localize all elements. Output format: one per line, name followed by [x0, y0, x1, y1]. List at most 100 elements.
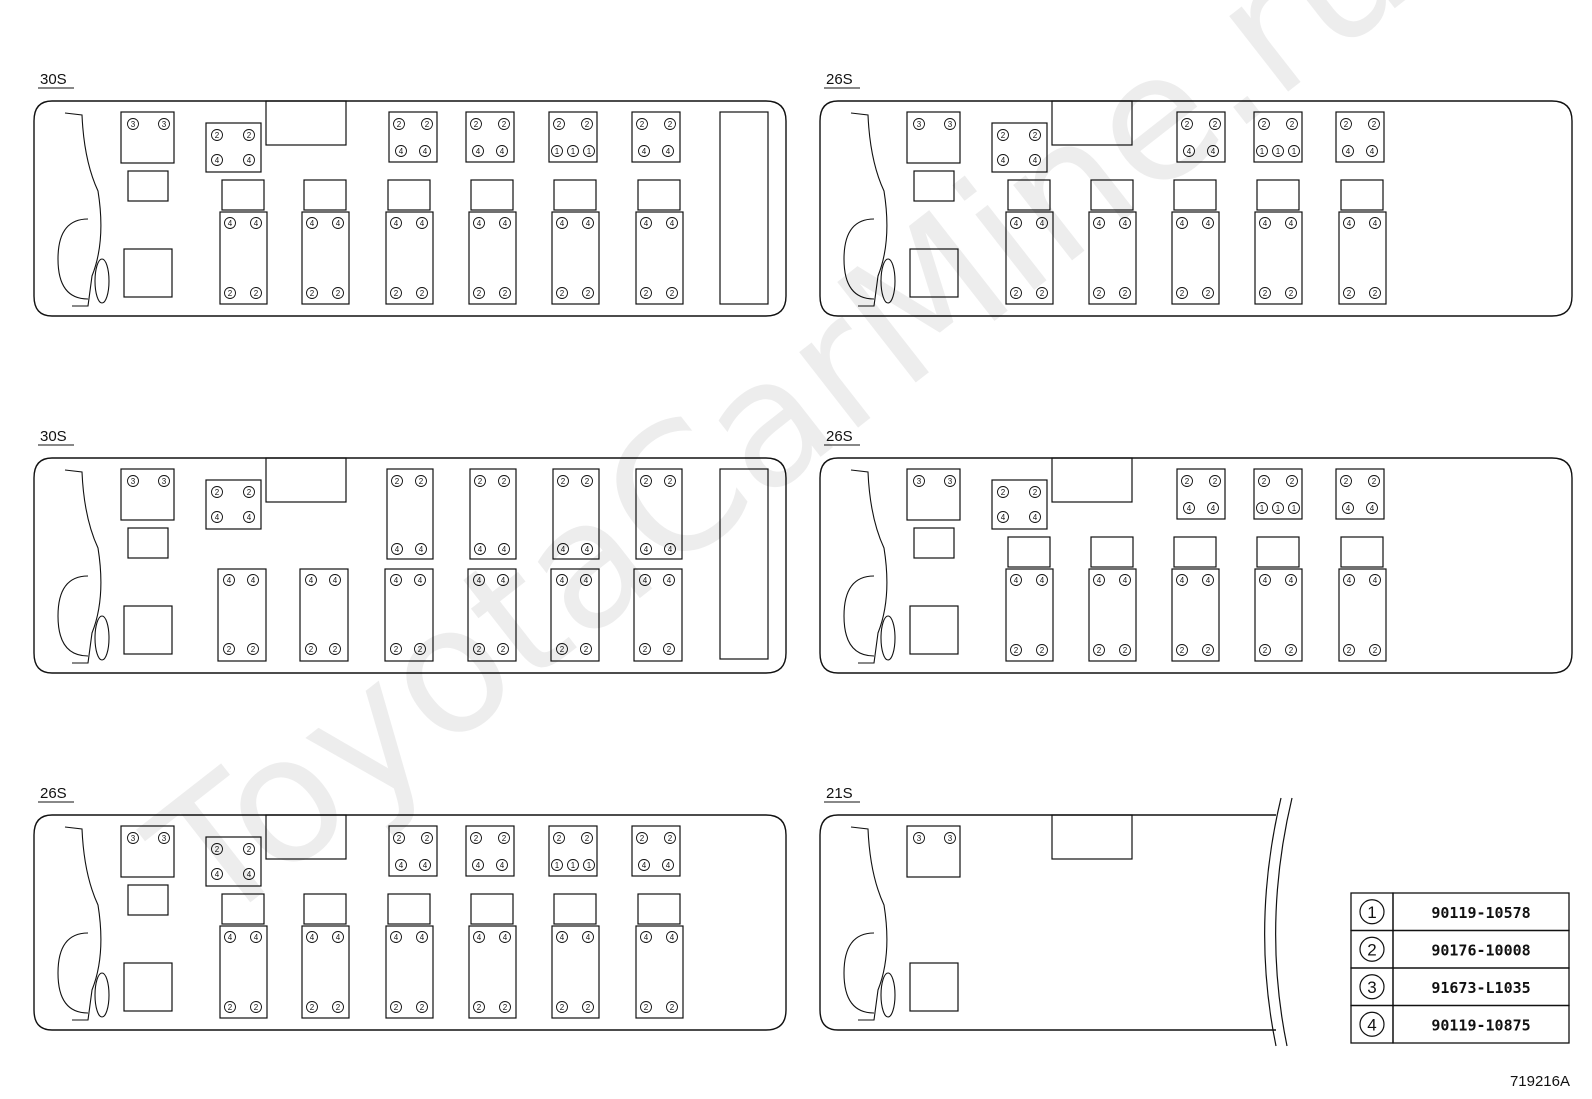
fastener-marker-2	[416, 1001, 428, 1013]
fastener-marker-4	[1093, 217, 1105, 229]
upper-seat-3	[548, 825, 598, 877]
fastener-number: 4	[228, 219, 233, 228]
fastener-number: 2	[1344, 477, 1349, 486]
upper-seat-1	[1176, 111, 1226, 163]
long-seat-2	[301, 925, 350, 1019]
front-seat	[120, 468, 175, 521]
fastener-marker-2	[1119, 287, 1131, 299]
aisle-block-1	[1007, 179, 1051, 211]
layout-label: 26S	[826, 71, 853, 88]
fastener-number: 4	[227, 576, 232, 585]
fastener-marker-4	[662, 859, 674, 871]
aisle-block-3	[387, 893, 431, 925]
fastener-number: 1	[1292, 147, 1297, 156]
fastener-marker-3	[913, 832, 925, 844]
long-seat-6	[635, 925, 684, 1019]
lower-seat-1	[217, 568, 267, 662]
fastener-number: 4	[423, 147, 428, 156]
fastener-marker-4	[557, 543, 569, 555]
fastener-number: 4	[1370, 504, 1375, 513]
fastener-marker-4	[1029, 511, 1041, 523]
fastener-number: 4	[309, 576, 314, 585]
fastener-marker-2	[421, 832, 433, 844]
fastener-marker-2	[1119, 644, 1131, 656]
fastener-marker-2	[1176, 287, 1188, 299]
fastener-marker-2	[211, 129, 223, 141]
fastener-marker-4	[997, 511, 1009, 523]
fastener-marker-4	[390, 574, 402, 586]
fastener-marker-2	[1286, 475, 1298, 487]
front-seat	[906, 468, 961, 521]
fastener-number: 2	[474, 120, 479, 129]
fastener-number: 4	[1211, 147, 1216, 156]
fastener-number: 2	[309, 645, 314, 654]
fastener-number: 2	[1373, 646, 1378, 655]
fastener-number: 4	[1206, 576, 1211, 585]
fastener-marker-1	[551, 145, 563, 157]
long-seat-3	[1171, 211, 1220, 305]
fastener-marker-4	[306, 217, 318, 229]
fastener-marker-2	[581, 118, 593, 130]
fastener-marker-2	[243, 129, 255, 141]
fastener-marker-4	[1343, 574, 1355, 586]
fastener-marker-2	[557, 475, 569, 487]
fastener-number: 2	[640, 120, 645, 129]
fastener-marker-4	[1010, 217, 1022, 229]
fastener-number: 1	[587, 147, 592, 156]
fastener-marker-2	[473, 287, 485, 299]
upper-seat-2	[1253, 111, 1303, 163]
fastener-marker-2	[1369, 644, 1381, 656]
fastener-number: 2	[1262, 120, 1267, 129]
fastener-number: 2	[1344, 120, 1349, 129]
fastener-marker-4	[332, 217, 344, 229]
fastener-marker-2	[1343, 287, 1355, 299]
fastener-number: 4	[586, 933, 591, 942]
fastener-marker-4	[224, 931, 236, 943]
fastener-marker-4	[419, 145, 431, 157]
fastener-number: 2	[215, 845, 220, 854]
fastener-number: 4	[1373, 219, 1378, 228]
fastener-number: 2	[1123, 646, 1128, 655]
fastener-number: 4	[394, 933, 399, 942]
fastener-number: 4	[418, 576, 423, 585]
fastener-marker-2	[498, 475, 510, 487]
fastener-marker-2	[1343, 644, 1355, 656]
front-seat	[906, 825, 961, 878]
fastener-marker-2	[390, 287, 402, 299]
layout-label: 26S	[40, 785, 67, 802]
long-seat-2	[1088, 211, 1137, 305]
fastener-marker-2	[1010, 644, 1022, 656]
fastener-number: 2	[418, 645, 423, 654]
fastener-number: 4	[644, 219, 649, 228]
legend-part-number: 90119-10875	[1431, 1016, 1530, 1034]
fastener-marker-4	[664, 543, 676, 555]
legend-marker	[1359, 974, 1385, 1000]
dashboard-outline	[850, 469, 888, 664]
fastener-number: 2	[247, 131, 252, 140]
console-box	[913, 527, 955, 559]
fastener-marker-4	[329, 574, 341, 586]
fastener-number: 2	[1347, 289, 1352, 298]
fastener-number: 2	[586, 289, 591, 298]
fastener-number: 2	[394, 1003, 399, 1012]
fastener-marker-4	[332, 931, 344, 943]
fastener-marker-4	[305, 574, 317, 586]
fastener-number: 4	[254, 219, 259, 228]
fastener-marker-2	[1036, 644, 1048, 656]
upper-seat-3	[1335, 111, 1385, 163]
driver-seat	[909, 248, 959, 298]
fastener-marker-2	[211, 843, 223, 855]
fastener-number: 4	[1346, 147, 1351, 156]
fastener-marker-2	[636, 832, 648, 844]
fastener-number: 2	[670, 289, 675, 298]
fastener-number: 4	[215, 156, 220, 165]
fastener-marker-2	[639, 643, 651, 655]
fastener-marker-2	[1368, 118, 1380, 130]
bus-outline	[819, 814, 1276, 1031]
fastener-marker-2	[663, 643, 675, 655]
fastener-marker-2	[470, 118, 482, 130]
fastener-marker-1	[567, 145, 579, 157]
fastener-number: 2	[1014, 646, 1019, 655]
legend-number: 1	[1367, 903, 1376, 922]
